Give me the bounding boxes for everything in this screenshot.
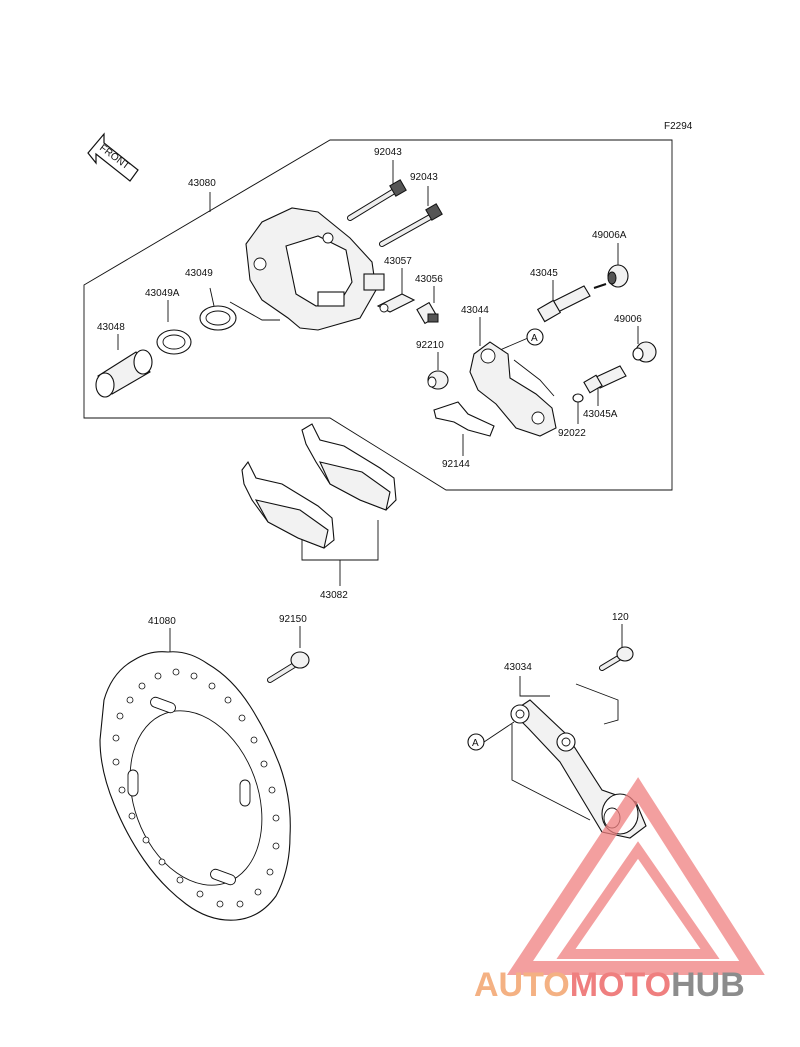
slide-pin-43045a [583, 365, 627, 394]
svg-text:A: A [531, 333, 538, 344]
slide-pin-43045 [536, 283, 607, 323]
svg-text:A: A [472, 738, 479, 749]
boot-49006 [632, 341, 657, 363]
reference-marker-a-lower: A [467, 733, 485, 751]
caliper-bracket [469, 341, 557, 437]
label-43048[interactable]: 43048 [97, 322, 125, 333]
circlip-92022 [572, 393, 584, 403]
boot-49006a [607, 264, 629, 288]
label-92210[interactable]: 92210 [416, 340, 444, 351]
label-43034[interactable]: 43034 [504, 662, 532, 673]
torque-link-bolt [599, 646, 634, 671]
seal-43049a [156, 329, 192, 355]
piston [95, 349, 153, 398]
label-92022[interactable]: 92022 [558, 428, 586, 439]
bleeder-cap [376, 293, 416, 313]
label-43057[interactable]: 43057 [384, 256, 412, 267]
bleeder-valve [416, 301, 439, 325]
label-43049a[interactable]: 43049A [145, 288, 180, 299]
label-43049[interactable]: 43049 [185, 268, 213, 279]
label-43044[interactable]: 43044 [461, 305, 489, 316]
label-43082[interactable]: 43082 [320, 590, 348, 601]
brake-disc [99, 651, 291, 921]
brake-pad-front [241, 460, 335, 549]
brake-pad-rear [301, 423, 397, 511]
seal-43049 [199, 305, 237, 331]
pad-spring [433, 401, 495, 437]
figure-code: F2294 [664, 121, 693, 132]
label-92144[interactable]: 92144 [442, 459, 470, 470]
label-43056[interactable]: 43056 [415, 274, 443, 285]
reference-marker-a-upper: A [526, 328, 544, 346]
disc-bolt [267, 651, 310, 683]
label-43080[interactable]: 43080 [188, 178, 216, 189]
label-92043-a[interactable]: 92043 [374, 147, 402, 158]
label-41080[interactable]: 41080 [148, 616, 176, 627]
caliper-bolt-lower [379, 203, 443, 247]
automotohub-watermark: AUTOMOTOHUB [474, 777, 765, 1004]
label-92043-b[interactable]: 92043 [410, 172, 438, 183]
label-120[interactable]: 120 [612, 612, 629, 623]
front-arrow-icon: FRONT [87, 132, 139, 182]
svg-text:AUTOMOTOHUB: AUTOMOTOHUB [474, 966, 745, 1004]
label-92150[interactable]: 92150 [279, 614, 307, 625]
label-43045[interactable]: 43045 [530, 268, 558, 279]
caliper-assembly-outline [83, 139, 673, 491]
leader-lines [117, 160, 639, 821]
caliper-bolt-upper [347, 179, 407, 221]
label-49006[interactable]: 49006 [614, 314, 642, 325]
sleeve-92210 [427, 370, 449, 390]
caliper-body [245, 207, 385, 331]
label-43045a[interactable]: 43045A [583, 409, 618, 420]
label-49006a[interactable]: 49006A [592, 230, 627, 241]
part-labels: 43080 92043 92043 43049 43049A 43048 430… [97, 147, 642, 673]
